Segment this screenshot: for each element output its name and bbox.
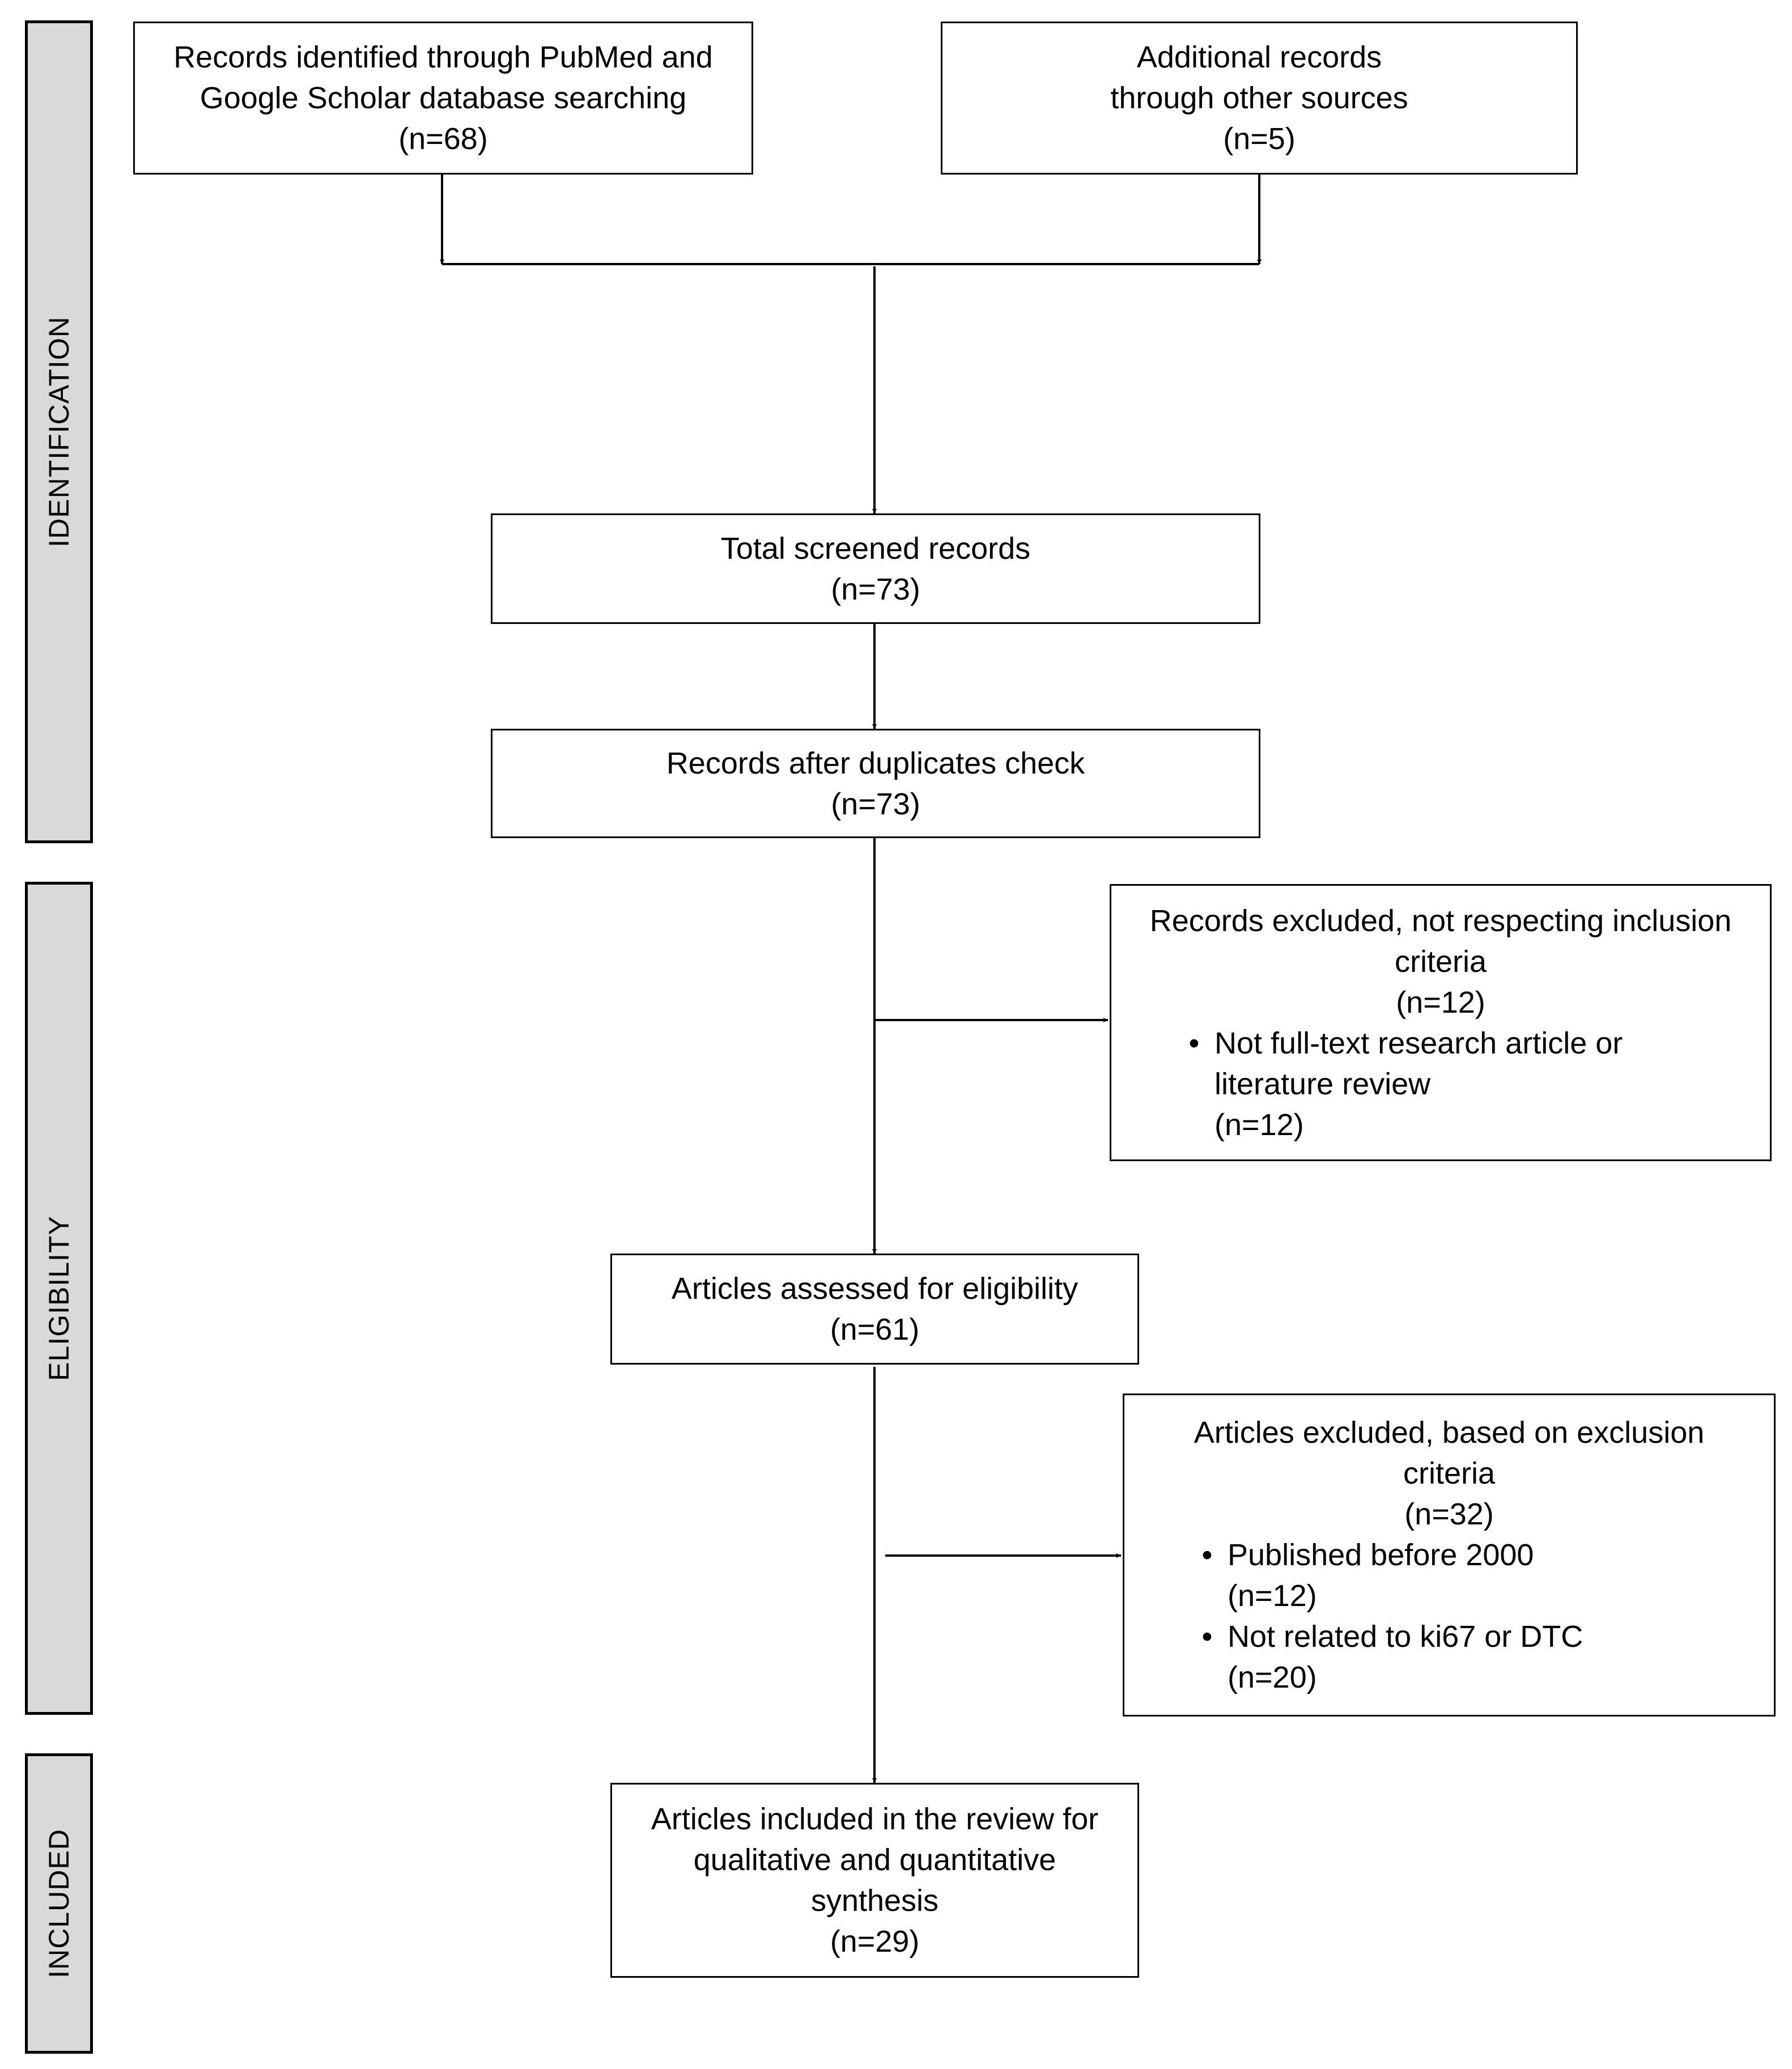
box-duplicates-label: Records after duplicates check <box>666 746 1085 780</box>
box-pubmed-count: (n=68) <box>398 122 488 156</box>
phase-included: INCLUDED <box>25 1753 93 2054</box>
bullet-published-before-count: (n=12) <box>1228 1579 1317 1613</box>
bullet-published-before-label: Published before 2000 <box>1228 1538 1534 1572</box>
box-pubmed-line-1: Records identified through PubMed and <box>173 40 713 74</box>
box-exc-exc-heading-2: criteria <box>1403 1456 1496 1490</box>
box-screened-label: Total screened records <box>720 531 1031 566</box>
bullet-not-related-count: (n=20) <box>1228 1660 1317 1694</box>
box-eligibility-label: Articles assessed for eligibility <box>671 1272 1078 1306</box>
box-exc-exc-heading-1: Articles excluded, based on exclusion <box>1194 1416 1705 1450</box>
box-after-duplicates: Records after duplicates check (n=73) <box>491 729 1260 838</box>
phase-identification: IDENTIFICATION <box>25 20 93 843</box>
bullet-dot: • <box>1201 1538 1213 1572</box>
box-pubmed-records: Records identified through PubMed and Go… <box>133 22 753 175</box>
box-other-line-2: through other sources <box>1110 81 1408 115</box>
box-other-count: (n=5) <box>1223 122 1296 156</box>
bullet-published-before: • Published before 2000 <box>1187 1535 1774 1575</box>
box-excluded-inclusion: Records excluded, not respecting inclusi… <box>1110 884 1772 1161</box>
box-articles-included: Articles included in the review for qual… <box>610 1783 1139 1978</box>
bullet-not-full-text: • Not full-text research article or <box>1174 1023 1770 1064</box>
phase-eligibility: ELIGIBILITY <box>25 882 93 1715</box>
box-excluded-exclusion: Articles excluded, based on exclusion cr… <box>1123 1394 1776 1717</box>
box-exc-inc-count: (n=12) <box>1396 985 1485 1019</box>
box-included-count: (n=29) <box>830 1924 920 1958</box>
box-screened-count: (n=73) <box>831 572 920 606</box>
bullet-not-full-text-cont: literature review <box>1215 1067 1431 1101</box>
box-other-sources: Additional records through other sources… <box>941 22 1578 175</box>
box-included-line-1: Articles included in the review for <box>651 1802 1099 1836</box>
box-other-line-1: Additional records <box>1136 40 1382 74</box>
box-eligibility-count: (n=61) <box>830 1312 920 1346</box>
box-exc-inc-heading-2: criteria <box>1394 944 1487 979</box>
bullet-not-full-text-label: Not full-text research article or <box>1215 1026 1623 1060</box>
box-pubmed-line-2: Google Scholar database searching <box>199 81 687 115</box>
box-exc-inc-heading-1: Records excluded, not respecting inclusi… <box>1149 903 1732 938</box>
box-exc-exc-count: (n=32) <box>1404 1497 1494 1531</box>
box-assessed-eligibility: Articles assessed for eligibility (n=61) <box>610 1254 1139 1365</box>
box-total-screened: Total screened records (n=73) <box>491 513 1260 624</box>
bullet-dot: • <box>1201 1620 1213 1654</box>
bullet-dot: • <box>1188 1026 1200 1060</box>
box-included-line-2: qualitative and quantitative <box>693 1843 1056 1877</box>
bullet-not-related: • Not related to ki67 or DTC <box>1187 1616 1774 1657</box>
box-duplicates-count: (n=73) <box>831 787 920 821</box>
box-included-line-3: synthesis <box>810 1884 939 1918</box>
bullet-not-full-text-count: (n=12) <box>1215 1107 1304 1142</box>
bullet-not-related-label: Not related to ki67 or DTC <box>1228 1620 1583 1654</box>
